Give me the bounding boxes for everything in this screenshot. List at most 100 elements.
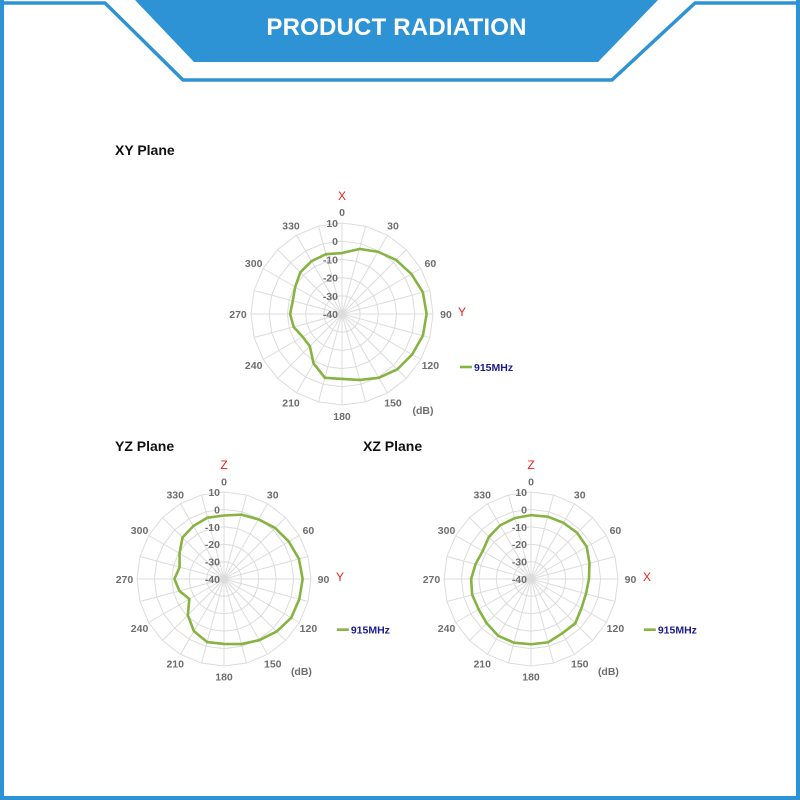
angle-tick-label: 150 (264, 658, 282, 670)
grid-spoke (469, 517, 532, 580)
grid-spoke (262, 268, 343, 315)
angle-tick-label: 90 (440, 309, 452, 321)
grid-spoke (446, 578, 532, 603)
angle-tick-label: 180 (333, 411, 351, 423)
angle-tick-label: 330 (166, 490, 184, 502)
grid-spoke (469, 578, 532, 641)
header-banner-shape (135, 0, 658, 62)
axis-top-label: Z (527, 458, 534, 472)
angle-tick-label: 0 (339, 207, 345, 219)
grid-spoke (341, 268, 422, 315)
grid-spoke (223, 578, 268, 655)
grid-spoke (507, 494, 532, 580)
unit-label: (dB) (291, 666, 312, 678)
radial-tick-label: -30 (323, 291, 338, 303)
radial-tick-label: -40 (205, 574, 220, 586)
grid-spoke (487, 578, 532, 655)
angle-tick-label: 0 (221, 476, 227, 488)
angle-tick-label: 210 (166, 658, 184, 670)
radial-tick-label: -30 (512, 557, 527, 569)
grid-spoke (148, 578, 225, 623)
grid-spoke (296, 234, 343, 315)
grid-spoke (530, 578, 616, 603)
radial-tick-label: -20 (512, 539, 527, 551)
yz-polar-chart: 915MHz100-10-20-30-400306090120150180210… (116, 458, 390, 684)
angle-tick-label: 120 (607, 623, 625, 635)
page-title: PRODUCT RADIATION (266, 14, 527, 41)
radial-tick-label: -40 (323, 309, 338, 321)
grid-spoke (253, 313, 343, 339)
angle-tick-label: 270 (229, 309, 247, 321)
angle-tick-label: 150 (571, 658, 589, 670)
radial-tick-label: -10 (323, 254, 338, 266)
grid-spoke (139, 555, 225, 580)
angle-tick-label: 90 (625, 574, 637, 586)
radial-tick-label: 10 (515, 487, 527, 499)
series-915mhz-line (469, 513, 591, 646)
grid-spoke (223, 535, 300, 580)
grid-spoke (341, 225, 367, 315)
radial-tick-label: -10 (512, 522, 527, 534)
angle-tick-label: 180 (215, 672, 233, 684)
angle-tick-label: 60 (303, 525, 315, 537)
grid-spoke (200, 494, 225, 580)
grid-spoke (341, 313, 422, 360)
series-915mhz-line (288, 247, 428, 382)
grid-spoke (223, 578, 248, 664)
angle-tick-label: 210 (282, 397, 300, 409)
grid-spoke (341, 313, 431, 339)
xz-plane-title: XZ Plane (363, 438, 423, 454)
legend-label: 915MHz (658, 625, 697, 637)
header-banner (0, 0, 800, 82)
angle-tick-label: 180 (522, 672, 540, 684)
angle-tick-label: 120 (422, 360, 440, 372)
angle-tick-label: 0 (528, 476, 534, 488)
radial-tick-label: 10 (208, 487, 220, 499)
grid-spoke (253, 289, 343, 315)
grid-spoke (180, 503, 225, 580)
grid-spoke (455, 578, 532, 623)
grid-spoke (162, 517, 225, 580)
header-outline (0, 1, 800, 82)
grid-spoke (487, 503, 532, 580)
axis-right-label: Y (336, 570, 344, 584)
yz-plane-title: YZ Plane (115, 438, 175, 454)
legend-label: 915MHz (474, 362, 513, 374)
angle-tick-label: 300 (245, 258, 263, 270)
grid-spoke (530, 578, 555, 664)
radial-tick-label: -20 (205, 539, 220, 551)
radial-tick-label: -30 (205, 557, 220, 569)
grid-spoke (223, 578, 309, 603)
grid-spoke (317, 225, 343, 315)
grid-spoke (446, 555, 532, 580)
series-915mhz-line (173, 513, 304, 646)
grid-spoke (277, 249, 343, 315)
legend-label: 915MHz (351, 625, 390, 637)
angle-tick-label: 30 (267, 490, 279, 502)
grid-spoke (530, 494, 555, 580)
grid-spoke (223, 494, 248, 580)
grid-spoke (455, 535, 532, 580)
axis-top-label: X (338, 189, 346, 203)
grid-spoke (530, 503, 575, 580)
grid-spoke (530, 578, 575, 655)
grid-spoke (223, 555, 309, 580)
grid-spoke (530, 578, 593, 641)
grid-spoke (341, 313, 367, 403)
angle-tick-label: 270 (116, 574, 134, 586)
axis-right-label: Y (458, 305, 466, 319)
radial-tick-label: 0 (214, 504, 220, 516)
grid-spoke (296, 313, 343, 394)
grid-spoke (530, 555, 616, 580)
grid-spoke (223, 578, 286, 641)
axis-right-label: X (643, 570, 651, 584)
axis-top-label: Z (220, 458, 227, 472)
angle-tick-label: 150 (384, 397, 402, 409)
angle-tick-label: 330 (282, 221, 300, 233)
unit-label: (dB) (598, 666, 619, 678)
grid-spoke (180, 578, 225, 655)
radial-tick-label: -20 (323, 273, 338, 285)
grid-spoke (341, 313, 407, 379)
angle-tick-label: 240 (245, 360, 263, 372)
